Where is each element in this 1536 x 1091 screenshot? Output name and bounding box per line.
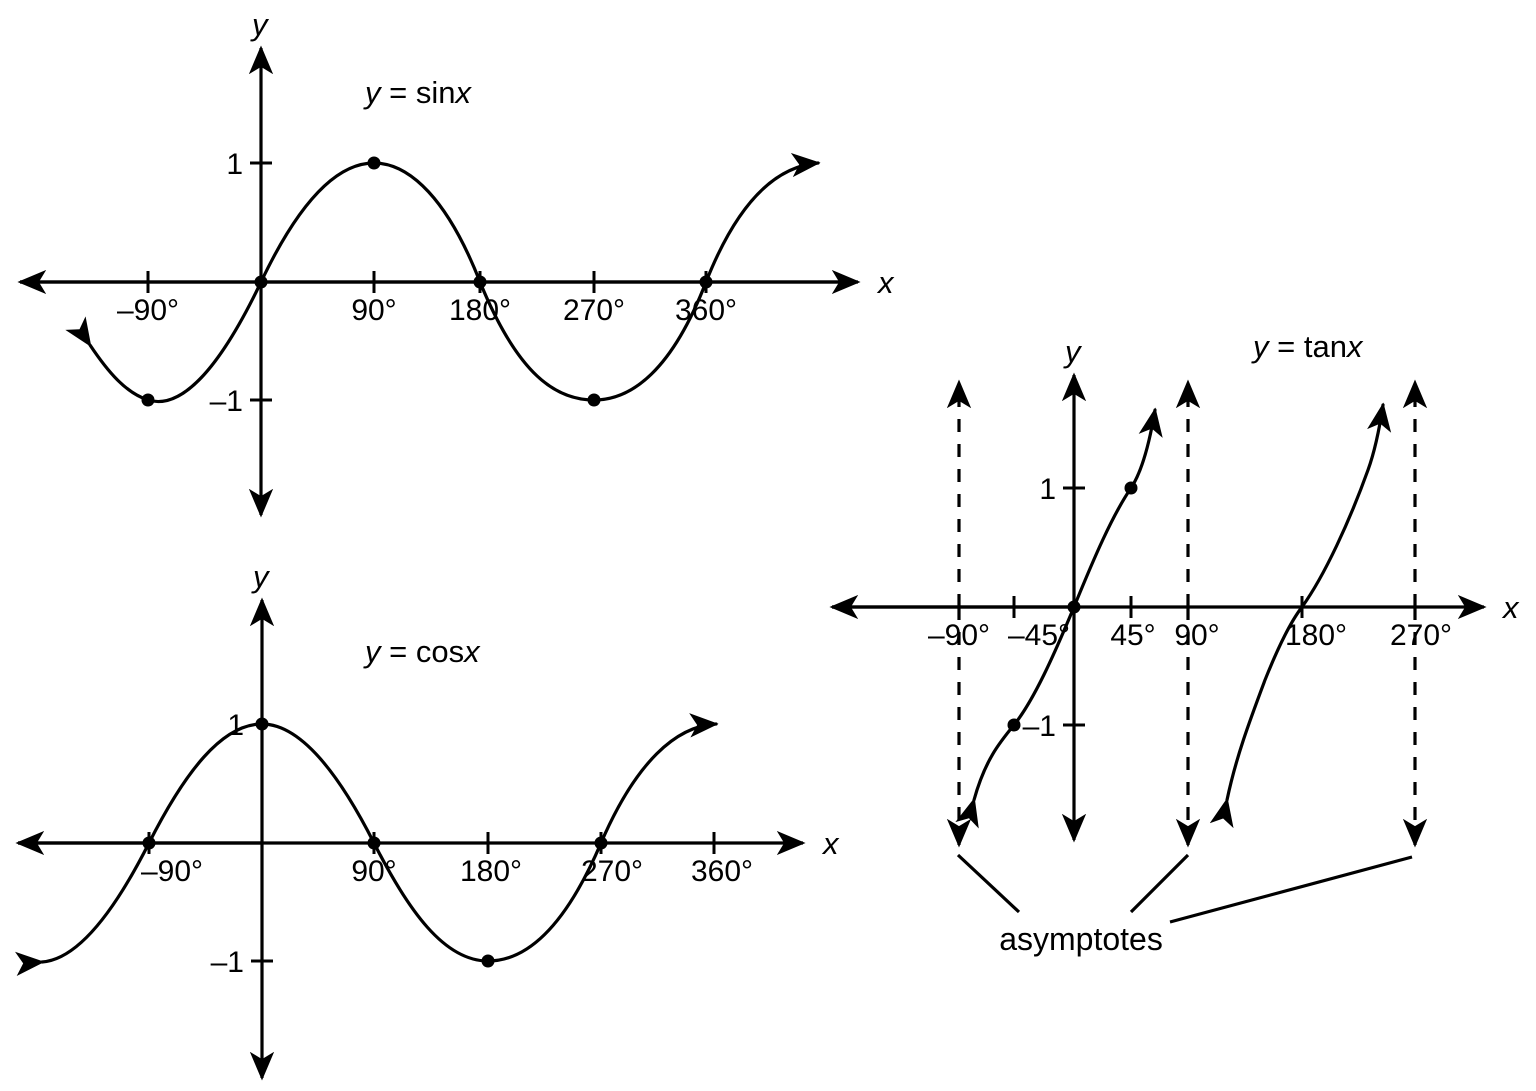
sine-eq-fn: sin: [416, 75, 456, 110]
sine-point-min-270: [587, 393, 601, 407]
sine-point-max-90: [367, 156, 381, 170]
tangent-eq-var: x: [1345, 329, 1364, 364]
tangent-xtick-label-270: 270°: [1390, 619, 1452, 652]
tangent-curve-branch-1: [955, 407, 1163, 829]
cosine-eq-operator: =: [389, 634, 407, 669]
tangent-point-45: [1124, 481, 1138, 495]
tangent-eq-lhs: y: [1251, 329, 1271, 364]
sine-xtick-label-90: 90°: [351, 294, 396, 327]
sine-point-min-neg90: [141, 393, 155, 407]
cosine-point-zero-270: [594, 836, 608, 850]
cosine-xtick-label-180: 180°: [460, 855, 522, 888]
tangent-equation-label: y = tanx: [1251, 329, 1364, 364]
sine-point-origin: [254, 275, 268, 289]
sine-eq-lhs: y: [363, 75, 383, 110]
cosine-y-axis-label: y: [251, 559, 271, 594]
tangent-eq-operator: =: [1277, 329, 1295, 364]
tangent-eq-fn: tan: [1304, 329, 1347, 364]
tangent-ytick-label--1: –1: [1023, 710, 1056, 743]
sine-eq-operator: =: [389, 75, 407, 110]
tangent-curve-branch-2: [1209, 402, 1392, 829]
cosine-xtick-label-270: 270°: [581, 855, 643, 888]
sine-xtick-label-270: 270°: [563, 294, 625, 327]
cosine-x-axis-label: x: [821, 826, 840, 861]
sine-x-axis-label: x: [876, 265, 895, 300]
asymptote-leader-middle: [1129, 853, 1190, 914]
cosine-ytick-label-1: 1: [227, 709, 244, 742]
tangent-y-axis-label: y: [1063, 334, 1083, 369]
tangent-point--45: [1007, 718, 1021, 732]
sine-equation-label: y = sinx: [363, 75, 473, 110]
cosine-eq-fn: cos: [416, 634, 464, 669]
cosine-ytick-label--1: –1: [211, 946, 244, 979]
sine-panel: x y –90° 90° 180° 270° 360° 1 –1 y = sin: [17, 7, 895, 518]
sine-point-zero-180: [473, 275, 487, 289]
sine-xtick-label-180: 180°: [449, 294, 511, 327]
cosine-point-min-180: [481, 954, 495, 968]
tangent-xtick-label-45: 45°: [1110, 619, 1155, 652]
cosine-xtick-label--90: –90°: [141, 855, 203, 888]
cosine-panel: x y –90° 90° 180° 270° 360° 1 –1 y = cos…: [14, 559, 840, 1081]
tangent-panel: x y –90° –45° 45° 90° 180° 270° 1 –1: [829, 329, 1520, 957]
asymptotes-label: asymptotes: [999, 921, 1163, 957]
cosine-point-zero-90: [367, 836, 381, 850]
asymptote-leader-left: [956, 853, 1021, 914]
tangent-xtick-label-180: 180°: [1285, 619, 1347, 652]
sine-ytick-label-1: 1: [226, 148, 243, 181]
sine-y-axis-label: y: [250, 7, 270, 42]
tangent-ytick-label-1: 1: [1039, 473, 1056, 506]
tangent-x-axis-label: x: [1501, 590, 1520, 625]
sine-point-zero-360: [699, 275, 713, 289]
sine-curve: [65, 152, 821, 404]
tangent-point-origin: [1067, 600, 1081, 614]
sine-eq-var: x: [454, 75, 473, 110]
cosine-equation-label: y = cosx: [363, 634, 481, 669]
sine-xtick-label-360: 360°: [675, 294, 737, 327]
sine-ytick-label--1: –1: [210, 385, 243, 418]
tangent-xtick-label-90: 90°: [1174, 619, 1219, 652]
asymptote-leader-right: [1169, 855, 1413, 924]
cosine-point-max-0: [255, 717, 269, 731]
cosine-xtick-label-360: 360°: [691, 855, 753, 888]
cosine-eq-var: x: [462, 634, 481, 669]
cosine-eq-lhs: y: [363, 634, 383, 669]
cosine-point-zero-neg90: [142, 836, 156, 850]
sine-xtick-label--90: –90°: [117, 294, 179, 327]
